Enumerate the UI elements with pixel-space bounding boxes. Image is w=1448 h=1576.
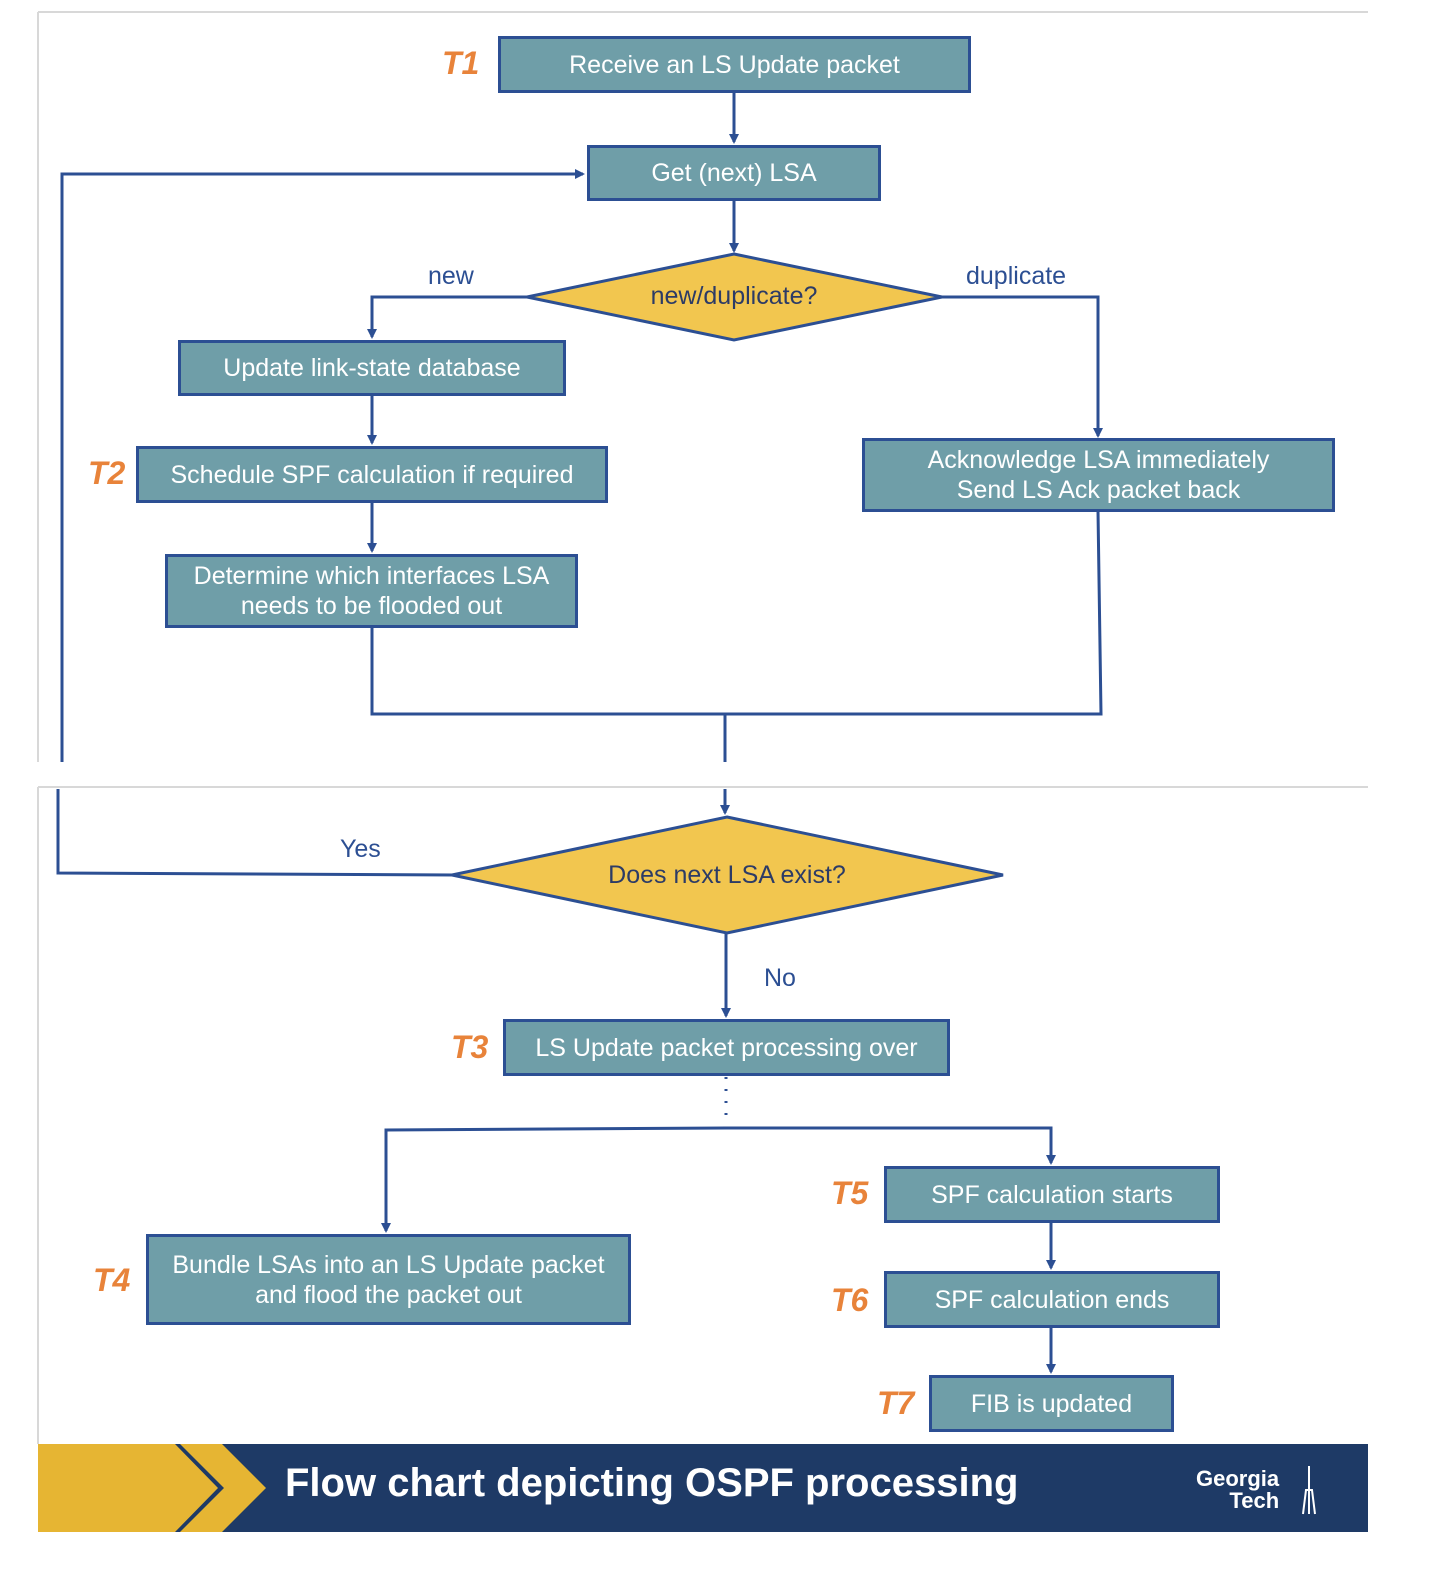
time-label-t2: T2 [88,455,126,491]
time-label-t5: T5 [831,1175,869,1211]
tech-tower-icon [1302,1466,1316,1515]
bundle-lsas-box: Bundle LSAs into an LS Update packet and… [146,1234,631,1325]
fib-updated-box: FIB is updated [929,1375,1174,1432]
update-db-box: Update link-state database [178,340,566,396]
decision-next-lsa-diamond [451,815,1004,935]
edge-label-new: new [428,262,474,290]
edge-label-yes: Yes [340,835,381,863]
processing-over-box: LS Update packet processing over [503,1019,950,1076]
logo-line1: Georgia [1196,1466,1280,1491]
time-label-t1: T1 [442,45,480,81]
decision-new-duplicate-diamond [526,252,943,342]
logo-line2: Tech [1229,1488,1280,1513]
fib-updated-label: FIB is updated [970,1389,1133,1418]
banner-gold-block [38,1444,218,1532]
determine-interfaces-line2: needs to be flooded out [240,592,503,620]
processing-over-label: LS Update packet processing over [535,1033,918,1062]
georgia-tech-logo: Georgia Tech [1196,1468,1279,1512]
time-label-t7: T7 [877,1385,915,1421]
receive-packet-box: Receive an LS Update packet [498,36,971,93]
edge-yes-loop-upper [60,169,585,762]
spf-ends-label: SPF calculation ends [934,1285,1170,1314]
edge-label-duplicate: duplicate [966,262,1067,290]
receive-packet-label: Receive an LS Update packet [569,50,900,79]
spf-starts-box: SPF calculation starts [884,1166,1220,1223]
acknowledge-lsa-box: Acknowledge LSA immediately Send LS Ack … [862,438,1335,512]
edge-split-to-bundle [381,1126,727,1233]
bundle-lsas-line2: and flood the packet out [255,1280,522,1309]
edge-duplicate-branch [942,295,1103,438]
edge-label-no: No [764,964,796,992]
chevron-icon [180,1444,266,1532]
decision-next-lsa-label: Does next LSA exist? [608,861,846,889]
time-label-t4: T4 [93,1262,131,1298]
edge-split-to-spf [726,1126,1056,1165]
update-db-label: Update link-state database [223,354,521,382]
get-next-lsa-label: Get (next) LSA [651,159,817,187]
bundle-lsas-line1: Bundle LSAs into an LS Update packet [172,1250,605,1279]
banner-title: Flow chart depicting OSPF processing [285,1461,1019,1505]
determine-interfaces-line1: Determine which interfaces LSA [193,562,550,590]
spf-starts-label: SPF calculation starts [931,1180,1173,1209]
determine-interfaces-box: Determine which interfaces LSA needs to … [165,554,578,628]
get-next-lsa-box: Get (next) LSA [587,145,881,201]
time-label-t6: T6 [831,1282,869,1318]
acknowledge-lsa-line2: Send LS Ack packet back [956,476,1241,504]
edge-determine-merge [370,510,1103,716]
time-label-t3: T3 [451,1029,489,1065]
schedule-spf-label: Schedule SPF calculation if required [170,460,574,489]
schedule-spf-box: Schedule SPF calculation if required [136,446,608,503]
spf-ends-box: SPF calculation ends [884,1271,1220,1328]
acknowledge-lsa-line1: Acknowledge LSA immediately [927,446,1270,474]
edge-yes-loop-lower [56,789,456,877]
decision-new-duplicate-label: new/duplicate? [650,282,818,310]
connectors [56,92,1103,1374]
edge-new-branch [367,295,527,339]
